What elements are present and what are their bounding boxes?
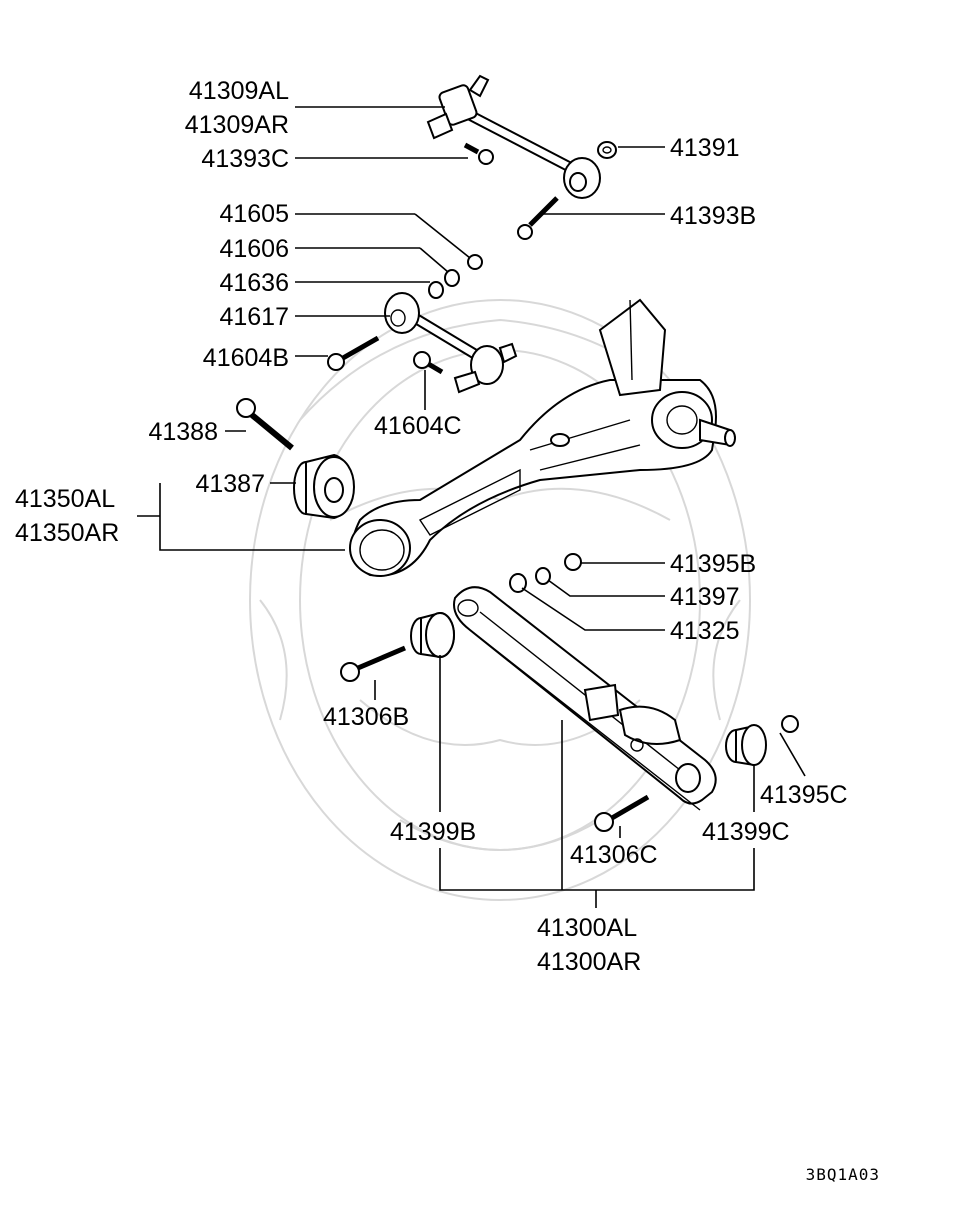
washer-41606[interactable] (444, 269, 460, 287)
label-41393B[interactable]: 41393B (670, 202, 756, 230)
washer-41325[interactable] (509, 573, 527, 593)
label-41636[interactable]: 41636 (219, 269, 289, 297)
leader-lines (137, 106, 806, 908)
bolt-41604B[interactable] (327, 335, 380, 371)
diagram-code: 3BQ1A03 (806, 1165, 880, 1184)
label-41604B[interactable]: 41604B (203, 344, 289, 372)
bolt-41306B[interactable] (340, 645, 406, 682)
label-41399C[interactable]: 41399C (702, 818, 790, 846)
label-41399B[interactable]: 41399B (390, 818, 476, 846)
part-labels: 41309AL 41309AR 41393C 41391 41605 41393… (15, 77, 848, 976)
nut-41391[interactable] (597, 141, 617, 159)
bolt-41306C[interactable] (594, 794, 650, 832)
bushing-41387[interactable] (293, 453, 355, 520)
label-41325[interactable]: 41325 (670, 617, 740, 645)
label-41397[interactable]: 41397 (670, 583, 740, 611)
nut-41395C[interactable] (781, 715, 799, 733)
label-41604C[interactable]: 41604C (374, 412, 462, 440)
label-41605[interactable]: 41605 (219, 200, 289, 228)
label-41387[interactable]: 41387 (195, 470, 265, 498)
label-41350AR[interactable]: 41350AR (15, 519, 119, 547)
washer-41636[interactable] (428, 281, 444, 299)
label-41388[interactable]: 41388 (148, 418, 218, 446)
nut-41605[interactable] (467, 254, 483, 270)
bolt-41393C[interactable] (463, 142, 494, 165)
bolt-41393B[interactable] (517, 196, 559, 240)
label-41395C[interactable]: 41395C (760, 781, 848, 809)
label-41606[interactable]: 41606 (219, 235, 289, 263)
bolt-41388[interactable] (236, 398, 294, 451)
label-41395B[interactable]: 41395B (670, 550, 756, 578)
bushing-41399C[interactable] (725, 724, 767, 767)
bolt-41604C[interactable] (413, 351, 444, 375)
upper-arm-41309[interactable] (426, 74, 601, 199)
lower-arm-41300[interactable] (453, 586, 717, 811)
washer-41397[interactable] (535, 567, 551, 585)
label-41391[interactable]: 41391 (670, 134, 740, 162)
bushing-41399B[interactable] (410, 611, 455, 659)
nut-41395B[interactable] (564, 553, 582, 571)
trailing-arm-41350[interactable] (349, 298, 736, 577)
label-41309AL[interactable]: 41309AL (189, 77, 289, 105)
toe-arm-41617[interactable] (384, 292, 518, 394)
label-41306C[interactable]: 41306C (570, 841, 658, 869)
label-41300AL[interactable]: 41300AL (537, 914, 637, 942)
label-41393C[interactable]: 41393C (201, 145, 289, 173)
label-41300AR[interactable]: 41300AR (537, 948, 641, 976)
label-41306B[interactable]: 41306B (323, 703, 409, 731)
label-41617[interactable]: 41617 (219, 303, 289, 331)
label-41309AR[interactable]: 41309AR (185, 111, 289, 139)
label-41350AL[interactable]: 41350AL (15, 485, 115, 513)
